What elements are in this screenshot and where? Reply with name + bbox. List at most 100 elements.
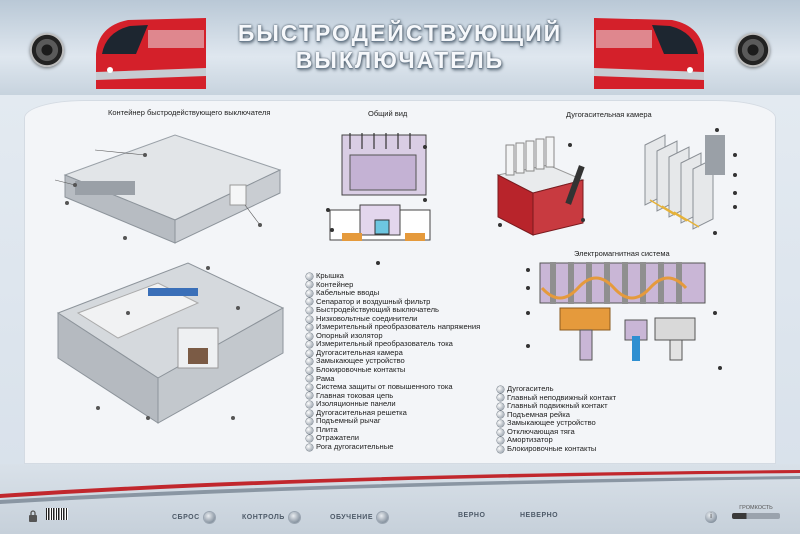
page-title: БЫСТРОДЕЙСТВУЮЩИЙ ВЫКЛЮЧАТЕЛЬ bbox=[180, 20, 620, 74]
legend-label: Опорный изолятор bbox=[316, 330, 383, 340]
section-label-general: Общий вид bbox=[368, 109, 408, 118]
legend-item[interactable]: Плита bbox=[306, 424, 480, 435]
legend-label: Главный подвижный контакт bbox=[507, 401, 608, 411]
legend-label: Рама bbox=[316, 373, 335, 383]
general-view-image[interactable] bbox=[320, 125, 440, 265]
marker-icon bbox=[497, 402, 504, 410]
marker-icon bbox=[306, 349, 313, 357]
speaker-right-icon[interactable] bbox=[736, 33, 770, 67]
legend-item[interactable]: Главный неподвижный контакт bbox=[497, 392, 617, 403]
container-closed-image[interactable] bbox=[55, 125, 290, 245]
arc-grid-image[interactable] bbox=[635, 125, 750, 240]
marker-icon bbox=[306, 426, 313, 434]
legend-item[interactable]: Дугогаситель bbox=[497, 384, 616, 394]
legend-label: Замыкающее устройство bbox=[507, 418, 596, 428]
training-button[interactable]: ОБУЧЕНИЕ bbox=[330, 512, 388, 523]
legend-label: Отключающая тяга bbox=[507, 426, 575, 436]
legend-item[interactable]: Замыкающее устройство bbox=[306, 357, 480, 366]
legend-item[interactable]: Подъемная рейка bbox=[497, 410, 616, 420]
control-button[interactable]: КОНТРОЛЬ bbox=[242, 512, 300, 523]
legend-label: Замыкающее устройство bbox=[316, 356, 405, 366]
marker-icon bbox=[306, 400, 313, 408]
legend-label: Дугогасительная решетка bbox=[316, 407, 407, 417]
legend-em: Дугогаситель Главный неподвижный контакт… bbox=[497, 384, 617, 454]
marker-icon bbox=[497, 437, 504, 445]
legend-item[interactable]: Рога дугогасительные bbox=[306, 442, 480, 452]
legend-item[interactable]: Быстродействующий выключатель bbox=[306, 306, 480, 315]
reset-button[interactable]: СБРОС bbox=[172, 512, 215, 523]
footer-stripes-decoration bbox=[0, 470, 800, 504]
em-system-image[interactable] bbox=[520, 258, 735, 378]
legend-item[interactable]: Измерительный преобразователь тока bbox=[306, 340, 480, 349]
info-icon[interactable]: i bbox=[705, 511, 717, 523]
volume-slider[interactable] bbox=[732, 513, 780, 519]
container-open-image[interactable] bbox=[48, 258, 293, 433]
legend-label: Блокировочные контакты bbox=[316, 365, 406, 375]
legend-item[interactable]: Отключающая тяга bbox=[497, 426, 616, 437]
legend-item[interactable]: Кабельные вводы bbox=[306, 289, 480, 298]
marker-icon bbox=[306, 341, 313, 349]
marker-icon bbox=[497, 394, 504, 402]
legend-label: Главный неподвижный контакт bbox=[507, 392, 617, 402]
training-knob-icon bbox=[377, 512, 388, 523]
volume-label: ГРОМКОСТЬ bbox=[739, 505, 773, 511]
legend-item[interactable]: Блокировочные контакты bbox=[306, 365, 480, 375]
legend-label: Измерительный преобразователь напряжения bbox=[316, 322, 481, 332]
legend-item[interactable]: Дугогасительная решетка bbox=[306, 407, 480, 418]
legend-item[interactable]: Главная токовая цепь bbox=[306, 391, 480, 401]
train-left-image bbox=[96, 18, 206, 89]
legend-item[interactable]: Низковольтные соединители bbox=[306, 313, 480, 324]
reset-button-label: СБРОС bbox=[172, 514, 200, 521]
marker-icon bbox=[497, 411, 504, 419]
incorrect-indicator: НЕВЕРНО bbox=[520, 512, 558, 519]
marker-icon bbox=[306, 332, 313, 340]
legend-item[interactable]: Рама bbox=[306, 373, 480, 384]
legend-item[interactable]: Изоляционные панели bbox=[306, 400, 480, 409]
legend-item[interactable]: Блокировочные контакты bbox=[497, 444, 616, 454]
legend-general: Крышка Контейнер Кабельные вводы Сепарат… bbox=[306, 271, 480, 452]
speaker-left-icon[interactable] bbox=[30, 33, 64, 67]
legend-item[interactable]: Главный подвижный контакт bbox=[497, 402, 616, 411]
marker-icon bbox=[306, 435, 313, 443]
legend-item[interactable]: Крышка bbox=[306, 271, 480, 281]
legend-item[interactable]: Отражатели bbox=[306, 434, 480, 443]
legend-item[interactable]: Замыкающее устройство bbox=[497, 419, 616, 428]
legend-item[interactable]: Сепаратор и воздушный фильтр bbox=[306, 297, 480, 307]
legend-label: Подъемный рычаг bbox=[316, 416, 381, 426]
correct-label: ВЕРНО bbox=[458, 512, 486, 519]
marker-icon bbox=[306, 418, 313, 426]
section-label-container: Контейнер быстродействующего выключателя bbox=[108, 108, 271, 117]
marker-icon bbox=[306, 315, 313, 323]
legend-label: Низковольтные соединители bbox=[316, 313, 418, 323]
marker-icon bbox=[306, 272, 313, 280]
legend-item[interactable]: Амортизатор bbox=[497, 436, 616, 445]
marker-icon bbox=[497, 419, 504, 427]
legend-label: Плита bbox=[316, 424, 338, 434]
legend-item[interactable]: Контейнер bbox=[306, 279, 480, 290]
legend-label: Кабельные вводы bbox=[316, 288, 380, 298]
legend-label: Контейнер bbox=[316, 279, 354, 289]
legend-label: Быстродействующий выключатель bbox=[316, 305, 439, 315]
legend-label: Изоляционные панели bbox=[316, 399, 396, 409]
marker-icon bbox=[497, 428, 504, 436]
page-title-line1: БЫСТРОДЕЙСТВУЮЩИЙ bbox=[237, 20, 563, 46]
barcode-icon bbox=[46, 508, 68, 520]
marker-icon bbox=[306, 324, 313, 332]
marker-icon bbox=[306, 281, 313, 289]
legend-label: Отражатели bbox=[316, 433, 360, 443]
reset-knob-icon bbox=[203, 512, 215, 523]
legend-item[interactable]: Подъемный рычаг bbox=[306, 417, 480, 426]
legend-item[interactable]: Опорный изолятор bbox=[306, 330, 480, 341]
arc-chamber-image[interactable] bbox=[488, 125, 593, 245]
legend-item[interactable]: Система защиты от повышенного тока bbox=[306, 383, 480, 392]
legend-item[interactable]: Дугогасительная камера bbox=[306, 347, 480, 358]
footer bbox=[0, 464, 800, 534]
volume-control[interactable]: ГРОМКОСТЬ bbox=[732, 505, 780, 519]
legend-label: Дугогасительная камера bbox=[316, 347, 403, 357]
legend-item[interactable]: Измерительный преобразователь напряжения bbox=[306, 323, 480, 332]
incorrect-label: НЕВЕРНО bbox=[520, 512, 559, 519]
lock-icon[interactable] bbox=[28, 509, 38, 527]
marker-icon bbox=[306, 358, 313, 366]
marker-icon bbox=[497, 445, 504, 453]
marker-icon bbox=[306, 289, 313, 297]
